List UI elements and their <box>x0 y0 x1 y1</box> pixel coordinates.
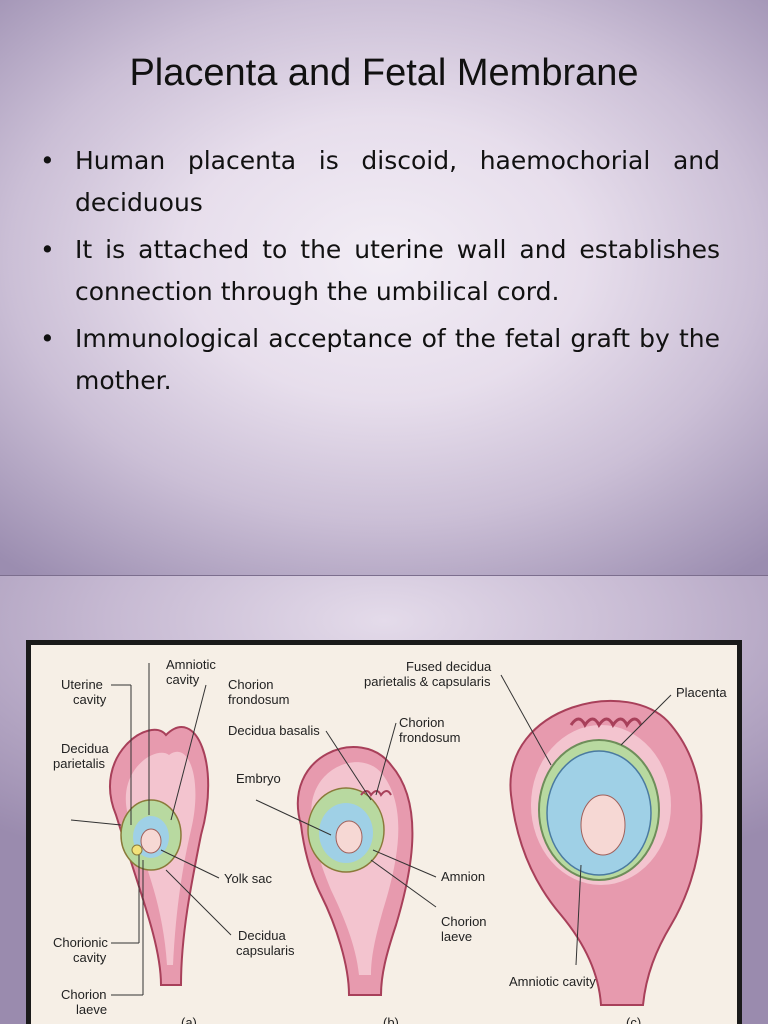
bullet-text: It is attached to the uterine wall and e… <box>75 235 720 306</box>
label-decidua-capsularis: Decidua <box>238 928 286 943</box>
bullet-dot: • <box>40 235 55 264</box>
label-chorion-laeve-a-2: laeve <box>76 1002 107 1017</box>
label-chorion-frondosum-b: Chorion <box>399 715 445 730</box>
panel-label-b: (b) <box>383 1015 399 1024</box>
panel-label-c: (c) <box>626 1015 641 1024</box>
label-chorion-laeve-b-2: laeve <box>441 929 472 944</box>
bullet-text: Human placenta is discoid, haemochorial … <box>75 146 720 217</box>
slide-title: Placenta and Fetal Membrane <box>129 52 639 94</box>
label-amniotic-cavity-c: Amniotic cavity <box>509 974 596 989</box>
label-chorionic-cavity-2: cavity <box>73 950 107 965</box>
label-chorion-frondosum-b-2: frondosum <box>399 730 460 745</box>
label-decidua-basalis: Decidua basalis <box>228 723 320 738</box>
label-decidua-parietalis: Decidua <box>61 741 109 756</box>
label-chorion-frondosum-a-2: frondosum <box>228 692 289 707</box>
panel-label-a: (a) <box>181 1015 197 1024</box>
bullet-item: • Immunological acceptance of the fetal g… <box>40 318 720 402</box>
bullet-text: Immunological acceptance of the fetal gr… <box>75 324 720 395</box>
figure-frame: Amniotic cavity Uterine cavity Chorion f… <box>26 640 742 1024</box>
diagram-svg: Amniotic cavity Uterine cavity Chorion f… <box>53 657 727 1024</box>
uterus-a <box>109 726 210 986</box>
slide-divider <box>0 575 768 576</box>
label-decidua-capsularis-2: capsularis <box>236 943 295 958</box>
label-placenta: Placenta <box>676 685 727 700</box>
label-chorion-laeve-b: Chorion <box>441 914 487 929</box>
label-decidua-parietalis-2: parietalis <box>53 756 106 771</box>
label-amniotic-cavity: Amniotic <box>166 657 216 672</box>
label-chorion-laeve-a: Chorion <box>61 987 107 1002</box>
label-fused-decidua: Fused decidua <box>406 659 492 674</box>
uterus-c <box>509 700 703 1006</box>
bullet-item: • Human placenta is discoid, haemochoria… <box>40 140 720 224</box>
label-embryo: Embryo <box>236 771 281 786</box>
label-uterine-cavity: Uterine <box>61 677 103 692</box>
label-chorionic-cavity: Chorionic <box>53 935 108 950</box>
label-uterine-cavity-2: cavity <box>73 692 107 707</box>
uterus-b <box>296 746 414 996</box>
bullet-item: • It is attached to the uterine wall and … <box>40 229 720 313</box>
label-fused-decidua-2: parietalis & capsularis <box>364 674 491 689</box>
bullet-list: • Human placenta is discoid, haemochoria… <box>40 140 720 407</box>
placenta-diagram: Amniotic cavity Uterine cavity Chorion f… <box>31 645 737 1024</box>
label-chorion-frondosum-a: Chorion <box>228 677 274 692</box>
bullet-dot: • <box>40 324 55 353</box>
label-yolk-sac: Yolk sac <box>224 871 272 886</box>
leader-lines <box>70 663 672 996</box>
label-amnion: Amnion <box>441 869 485 884</box>
bullet-dot: • <box>40 146 55 175</box>
slide-1: Placenta and Fetal Membrane • Human plac… <box>0 0 768 575</box>
label-amniotic-cavity-2: cavity <box>166 672 200 687</box>
